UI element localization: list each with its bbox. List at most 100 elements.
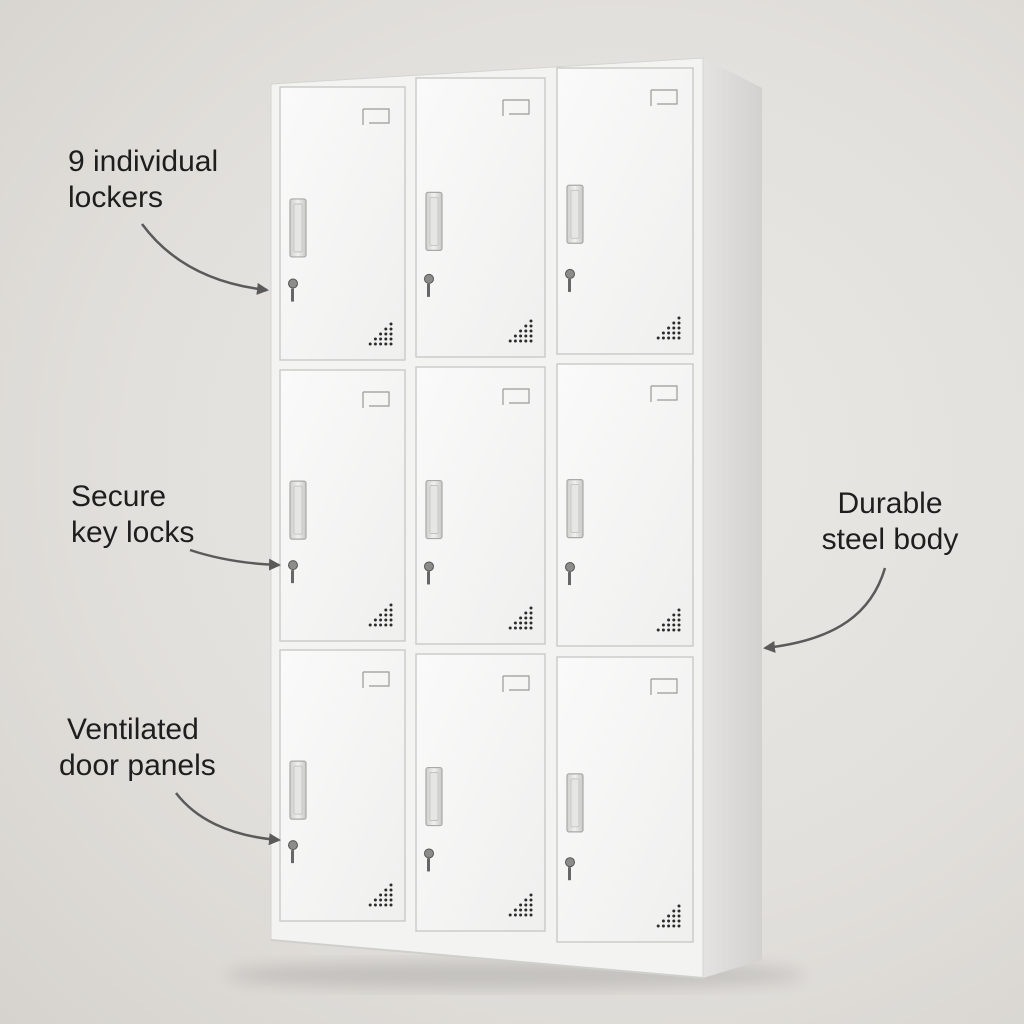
vent-hole: [529, 324, 533, 328]
vent-hole: [677, 336, 681, 340]
cabinet-base-edge: [270, 939, 704, 979]
vent-hole: [529, 621, 533, 625]
vent-hole: [524, 616, 528, 620]
vent-hole: [529, 606, 533, 610]
vent-hole: [667, 914, 671, 918]
callout-arrow-locks: [189, 548, 281, 571]
callout-arrow-vents: [175, 792, 281, 846]
vent-hole: [508, 913, 512, 917]
key-icon: [568, 867, 571, 881]
vent-hole: [661, 628, 665, 632]
vent-hole: [677, 608, 681, 612]
vent-hole: [667, 336, 671, 340]
vent-hole: [519, 913, 523, 917]
vent-hole: [677, 623, 681, 627]
vent-hole: [373, 342, 377, 346]
vent-hole: [529, 616, 533, 620]
name-card-holder: [650, 678, 678, 695]
vent-hole: [513, 913, 517, 917]
vent-hole: [667, 326, 671, 330]
key-lock-icon: [424, 561, 434, 572]
vent-hole: [389, 883, 393, 887]
vent-hole: [389, 322, 393, 326]
vent-hole: [519, 616, 523, 620]
vent-hole: [368, 342, 372, 346]
locker-door-4: [279, 369, 406, 642]
callout-locks-line2: key locks: [71, 516, 195, 549]
vent-hole: [677, 904, 681, 908]
vent-hole: [508, 626, 512, 630]
vent-hole: [513, 626, 517, 630]
callout-arrow-body: [763, 567, 887, 653]
door-handle-recess: [570, 189, 580, 239]
vent-hole: [667, 924, 671, 928]
name-card-holder: [650, 89, 678, 106]
vent-hole: [677, 909, 681, 913]
key-lock-icon: [424, 273, 434, 284]
vent-hole: [389, 623, 393, 627]
vent-hole: [389, 332, 393, 336]
vent-hole: [667, 623, 671, 627]
door-handle-recess: [429, 772, 439, 821]
vent-hole: [389, 603, 393, 607]
vent-hole: [384, 618, 388, 622]
vent-hole: [389, 337, 393, 341]
callout-vents-line1: Ventilated: [67, 713, 199, 746]
door-handle-recess: [293, 203, 303, 253]
locker-door-3: [556, 67, 694, 355]
vent-hole: [389, 888, 393, 892]
vent-hole: [672, 909, 676, 913]
vent-hole: [513, 334, 517, 338]
vent-hole: [379, 332, 383, 336]
door-handle-recess: [293, 765, 303, 815]
vent-hole: [656, 336, 660, 340]
vent-hole: [373, 337, 377, 341]
locker-doors-grid: [279, 67, 694, 943]
vent-hole: [672, 924, 676, 928]
vent-hole: [672, 618, 676, 622]
vent-hole: [389, 903, 393, 907]
vent-hole: [672, 326, 676, 330]
vent-hole: [384, 608, 388, 612]
locker-door-7: [279, 649, 406, 922]
vent-hole: [661, 336, 665, 340]
callout-vents: Ventilated door panels: [59, 712, 216, 784]
vent-hole: [667, 628, 671, 632]
vent-hole: [677, 316, 681, 320]
key-icon: [568, 278, 571, 292]
vent-hole: [672, 919, 676, 923]
vent-hole: [519, 334, 523, 338]
key-icon: [291, 288, 294, 302]
key-icon: [291, 570, 294, 584]
key-icon: [568, 572, 571, 586]
locker-door-panel: [279, 86, 406, 361]
callout-body: Durable steel body: [810, 486, 970, 558]
vent-hole: [672, 321, 676, 325]
locker-door-6: [556, 363, 694, 647]
vent-hole: [513, 621, 517, 625]
callout-locks: Secure key locks: [71, 479, 194, 551]
vent-hole: [389, 898, 393, 902]
key-icon: [427, 571, 430, 585]
vent-hole: [677, 331, 681, 335]
vent-hole: [677, 321, 681, 325]
vent-hole: [384, 623, 388, 627]
key-lock-icon: [288, 278, 298, 289]
vent-hole: [379, 898, 383, 902]
vent-hole: [524, 334, 528, 338]
vent-hole: [368, 623, 372, 627]
vent-hole: [529, 329, 533, 333]
locker-door-1: [279, 86, 406, 361]
vent-hole: [677, 613, 681, 617]
vent-hole: [384, 613, 388, 617]
vent-hole: [529, 908, 533, 912]
vent-hole: [373, 618, 377, 622]
callout-vents-line2: door panels: [59, 749, 216, 782]
vent-hole: [529, 913, 533, 917]
vent-hole: [656, 924, 660, 928]
vent-hole: [368, 903, 372, 907]
name-card-holder: [502, 99, 530, 116]
vent-hole: [667, 618, 671, 622]
vent-hole: [524, 626, 528, 630]
vent-hole: [677, 326, 681, 330]
